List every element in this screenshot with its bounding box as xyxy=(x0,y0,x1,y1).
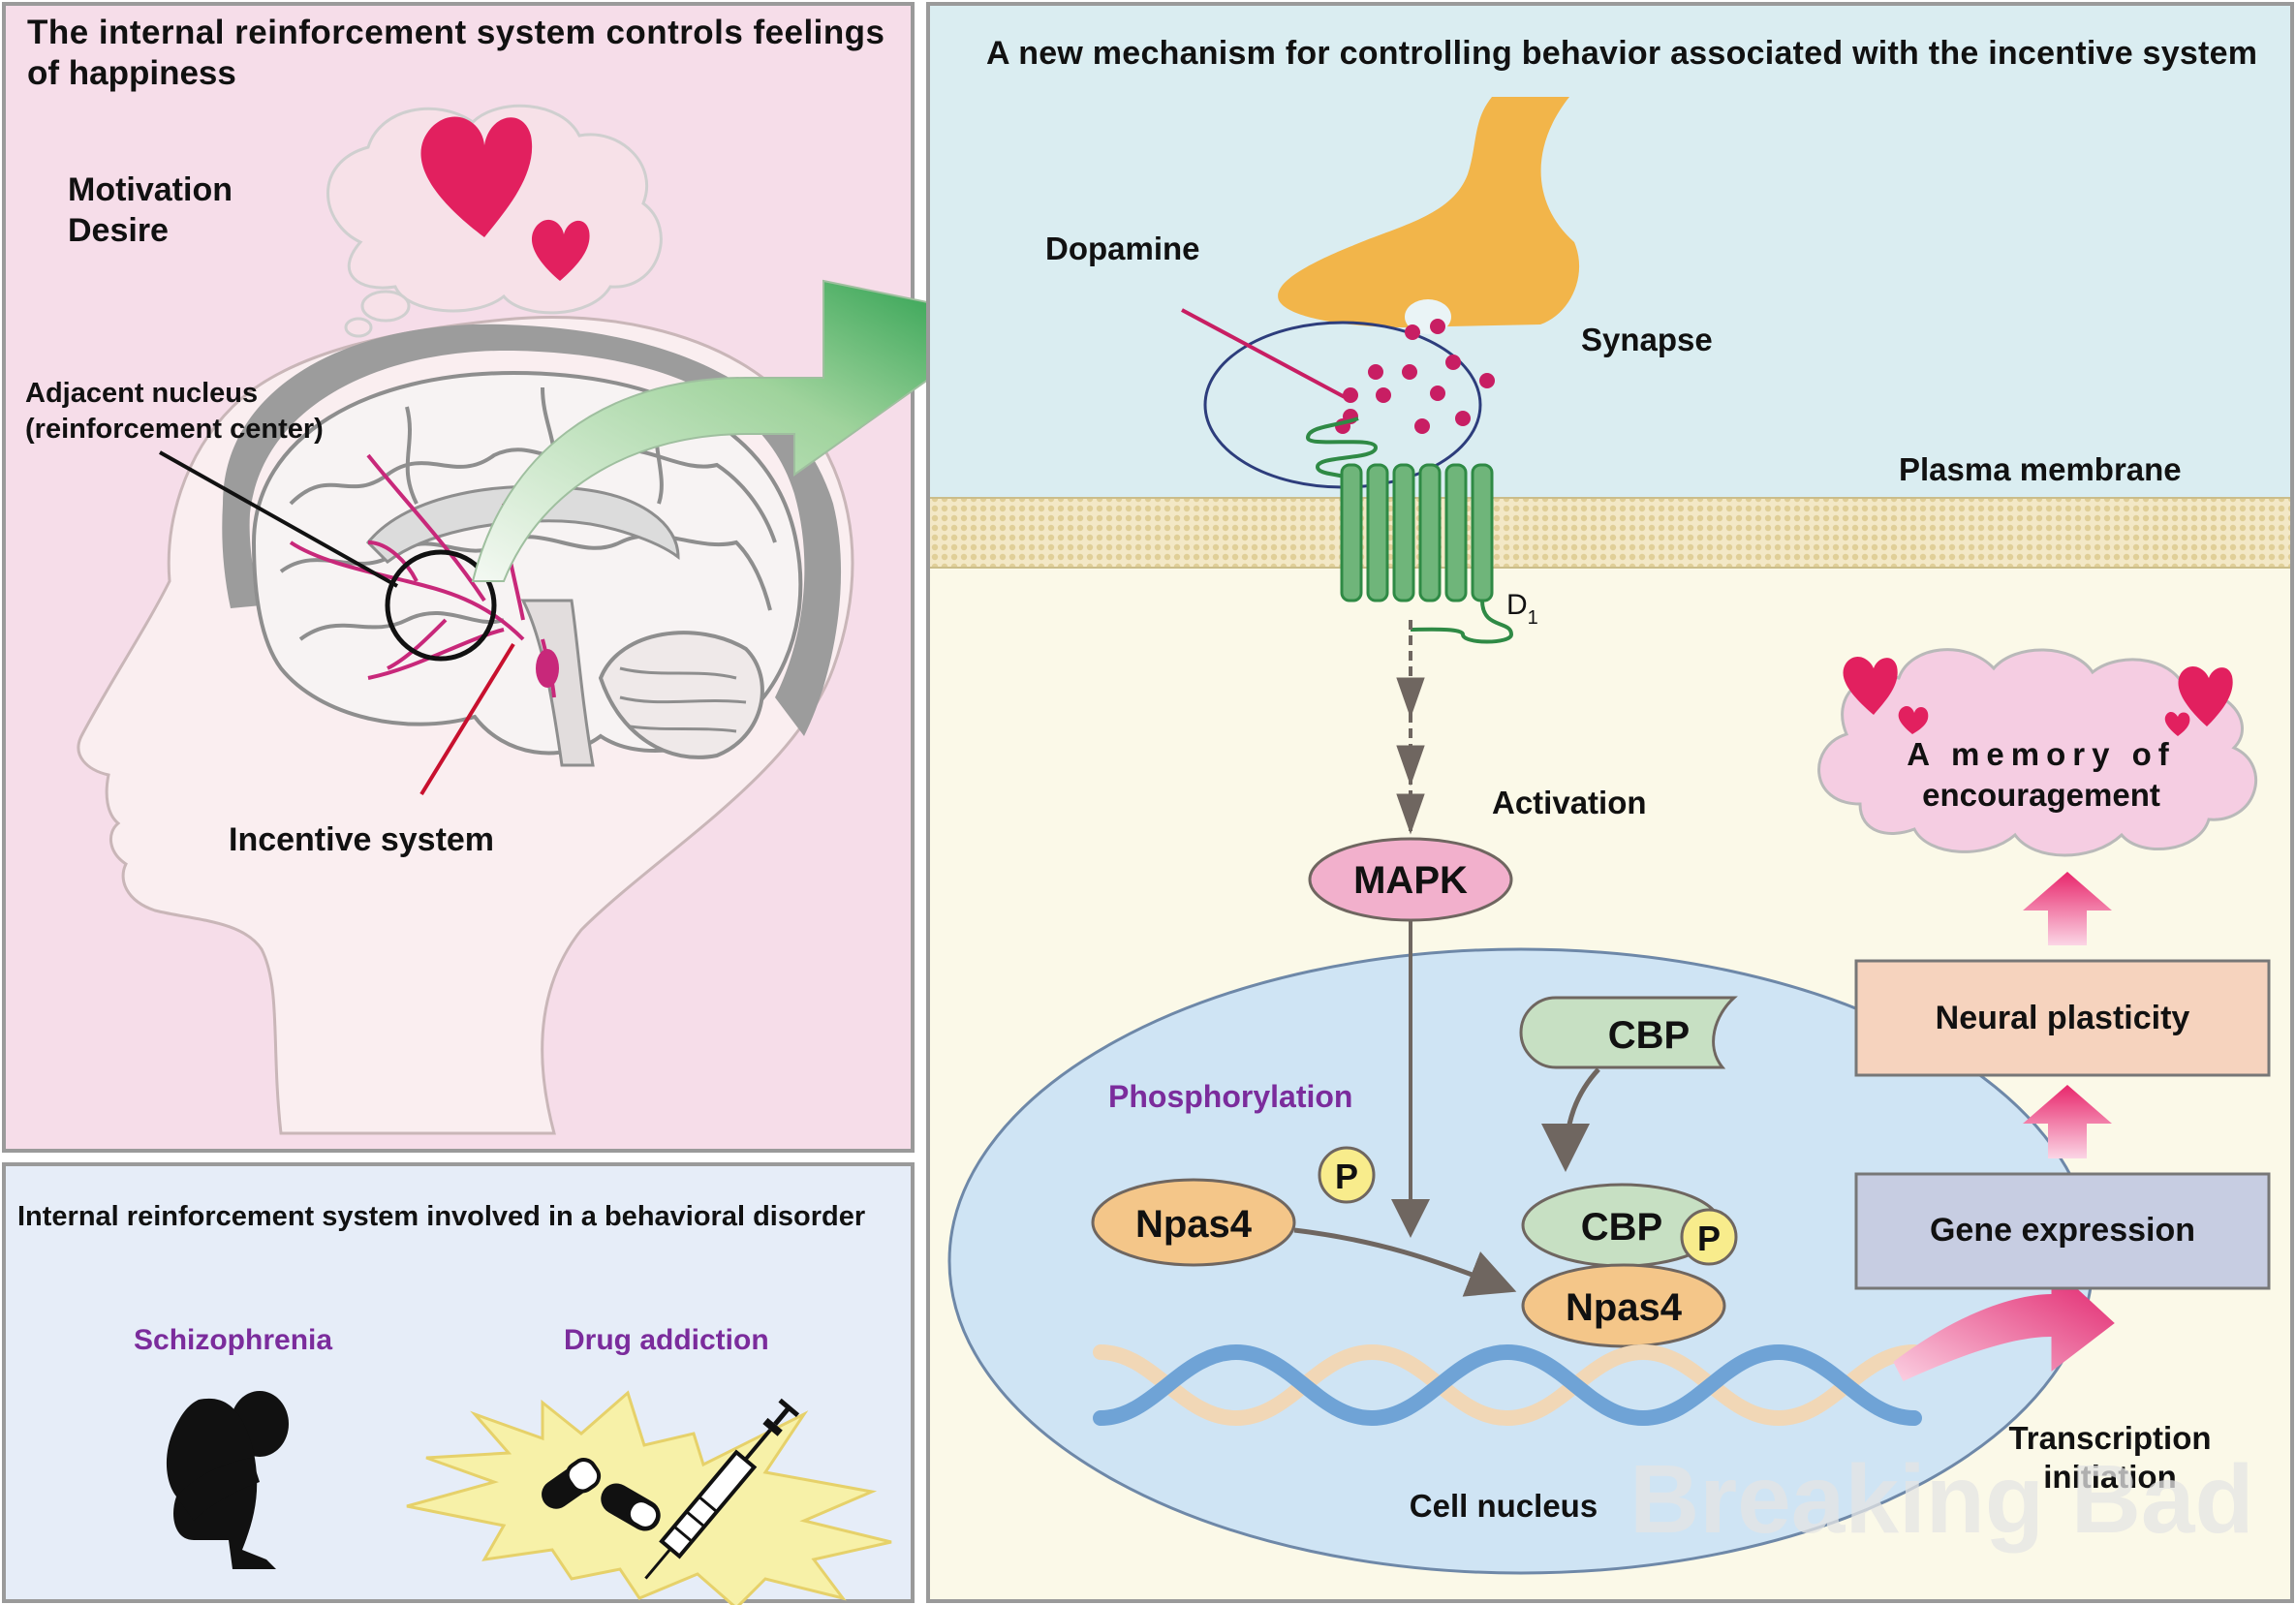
d1-subscript: 1 xyxy=(1528,607,1538,629)
cbp-binding-arrow xyxy=(1541,1067,1600,1172)
npas4-binding-arrow xyxy=(1293,1227,1517,1297)
brain xyxy=(251,370,803,767)
desire-label: Desire xyxy=(68,212,169,249)
adjacent-nucleus-pointer xyxy=(159,450,398,588)
phosphate-badge xyxy=(1318,1146,1376,1204)
memory-heart-icon-2 xyxy=(1898,706,1929,734)
phosphate-label-bound: P xyxy=(1697,1219,1721,1258)
nucleus-accumbens-circle xyxy=(385,549,497,662)
up-arrow-gene-to-plasticity xyxy=(2023,1085,2112,1158)
adjacent-nucleus-label-line1: Adjacent nucleus xyxy=(25,378,258,409)
gene-expression-label: Gene expression xyxy=(1930,1212,2195,1249)
phosphorylation-label: Phosphorylation xyxy=(1108,1079,1352,1114)
plasma-membrane-label: Plasma membrane xyxy=(1899,451,2182,487)
left-top-title-line1: The internal reinforcement system contro… xyxy=(27,14,884,51)
phosphate-label: P xyxy=(1335,1157,1358,1196)
npas4-label-free: Npas4 xyxy=(1135,1203,1253,1246)
right-panel: A new mechanism for controlling behavior… xyxy=(926,2,2294,1603)
incentive-system-label: Incentive system xyxy=(229,821,494,858)
depressed-figure-icon xyxy=(166,1391,289,1569)
extracellular-space xyxy=(930,6,2290,498)
transcription-arrow xyxy=(1893,1265,2115,1381)
watermark: Breaking Bad xyxy=(1629,1445,2254,1554)
presynaptic-axon xyxy=(1278,97,1580,327)
cbp-label-free: CBP xyxy=(1608,1014,1690,1057)
memory-heart-icon-4 xyxy=(2164,711,2190,736)
memory-label-line1: A memory of xyxy=(1907,736,2175,772)
left-top-panel: The internal reinforcement system contro… xyxy=(2,2,915,1153)
big-heart-icon xyxy=(420,116,533,237)
cbp-label-bound: CBP xyxy=(1581,1206,1662,1249)
activation-label: Activation xyxy=(1492,785,1647,820)
d1-receptor xyxy=(1305,417,1514,644)
transition-arrow xyxy=(471,279,1015,582)
transcription-label-line1: Transcription xyxy=(2008,1420,2211,1456)
synapse-label: Synapse xyxy=(1581,322,1713,357)
dna-helix xyxy=(1093,1343,1922,1427)
incentive-system-pointer xyxy=(419,642,515,796)
vta-marker xyxy=(536,649,559,688)
dopamine-label: Dopamine xyxy=(1045,231,1200,266)
drug-starburst xyxy=(406,1390,892,1605)
phosphate-badge-bound xyxy=(1680,1208,1738,1266)
gene-expression-box xyxy=(1854,1172,2271,1290)
npas4-node-bound xyxy=(1521,1263,1726,1348)
transcription-label-line2: initiation xyxy=(2043,1459,2176,1495)
drug-addiction-label: Drug addiction xyxy=(564,1324,769,1356)
pills-icon xyxy=(542,1458,661,1531)
activation-arrows xyxy=(1396,620,1425,835)
neural-plasticity-box xyxy=(1854,959,2271,1077)
npas4-node-free xyxy=(1091,1178,1296,1267)
motivation-label: Motivation xyxy=(68,171,233,208)
mapk-label: MAPK xyxy=(1353,859,1468,902)
plasma-membrane xyxy=(930,498,2290,568)
memory-heart-icon-1 xyxy=(1843,656,1898,715)
skull xyxy=(222,324,842,736)
d1-label: D1 xyxy=(1506,589,1538,629)
left-top-title-line2: of happiness xyxy=(27,54,236,92)
left-bottom-panel: Internal reinforcement system involved i… xyxy=(2,1162,915,1605)
d1-main: D xyxy=(1506,589,1528,621)
schizophrenia-label: Schizophrenia xyxy=(134,1324,332,1356)
cell-nucleus-label: Cell nucleus xyxy=(1410,1488,1598,1524)
small-heart-icon xyxy=(531,219,590,281)
up-arrow-plasticity-to-memory xyxy=(2023,872,2112,945)
cbp-node-free xyxy=(1519,996,1738,1069)
memory-heart-icon-3 xyxy=(2178,665,2233,726)
neural-plasticity-label: Neural plasticity xyxy=(1936,1000,2190,1036)
right-title: A new mechanism for controlling behavior… xyxy=(986,35,2257,72)
left-bottom-title: Internal reinforcement system involved i… xyxy=(17,1201,865,1232)
syringe-icon xyxy=(644,1398,800,1580)
npas4-label-bound: Npas4 xyxy=(1566,1286,1683,1329)
memory-label-line2: encouragement xyxy=(1922,777,2160,813)
dopamine-pointer xyxy=(1181,308,1346,399)
dopamine-molecules xyxy=(1335,319,1495,434)
adjacent-nucleus-label-line2: (reinforcement center) xyxy=(25,414,324,445)
